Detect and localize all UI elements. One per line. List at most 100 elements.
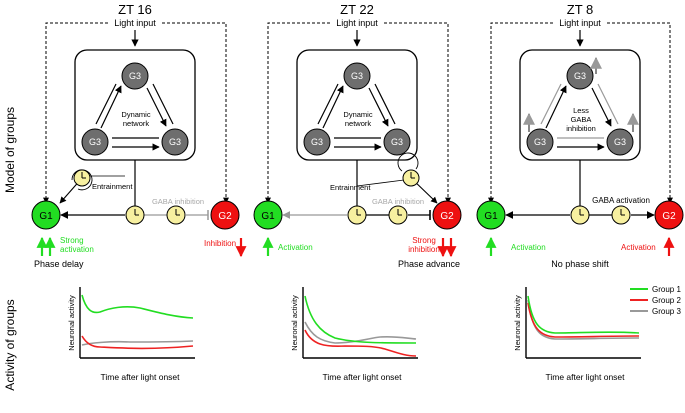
clock-icon [402, 169, 420, 187]
light-input-label: Light input [559, 18, 601, 28]
side-label-activity: Activity of groups [3, 299, 17, 390]
light-dashed-left [488, 22, 553, 204]
group-2-curve [81, 335, 194, 350]
gaba-label: GABA inhibition [372, 197, 424, 206]
g3-right-node [383, 128, 411, 156]
g1-effect-2: activation [60, 245, 94, 254]
panel-title: ZT 16 [118, 2, 152, 17]
g2-node [432, 200, 462, 230]
clock-icon [570, 205, 590, 225]
panel-zt16: ZT 16 Light input G3 G3 G3 Dynamic netwo… [31, 2, 247, 269]
light-dashed-right [607, 22, 673, 204]
g2-node [654, 200, 684, 230]
light-dashed-left [43, 22, 108, 204]
g2-node [210, 200, 240, 230]
activity-plot-3: Neuronal activity Time after light onset [513, 287, 641, 382]
g2-effect-1: Strong [412, 236, 436, 245]
clock-icon [166, 205, 186, 225]
g1-label: G1 [484, 211, 498, 222]
edge-right-to-top [152, 83, 174, 125]
network-label-2: network [123, 119, 150, 128]
entrainment-clock-link [356, 179, 405, 187]
legend: Group 1 Group 2 Group 3 [630, 285, 681, 316]
g3-top-label: G3 [574, 71, 586, 81]
edge-left-to-top [100, 85, 122, 129]
y-axis-label: Neuronal activity [67, 295, 76, 351]
group-3-curve [81, 340, 194, 346]
g3-right-label: G3 [614, 137, 626, 147]
g3-left-node [526, 128, 554, 156]
entrainment-label: Entrainment [92, 182, 133, 191]
network-label-1: Dynamic [343, 110, 372, 119]
network-label-2: network [345, 119, 372, 128]
g3-top-label: G3 [129, 71, 141, 81]
group-2-curve [304, 329, 417, 357]
entrainment-loop-icon [71, 169, 93, 191]
group-1-curve [527, 295, 640, 334]
group-1-curve [81, 294, 194, 319]
group-2-curve [527, 302, 640, 338]
g3-left-label: G3 [534, 137, 546, 147]
g3-right-node [606, 128, 634, 156]
clock-icon [347, 205, 367, 225]
g1-effect-1: Activation [511, 243, 546, 252]
light-input-label: Light input [114, 18, 156, 28]
g3-left-label: G3 [311, 137, 323, 147]
g1-label: G1 [39, 211, 53, 222]
light-dashed-left [265, 22, 330, 204]
x-axis-label: Time after light onset [545, 372, 625, 382]
g1-label: G1 [261, 211, 275, 222]
g2-label: G2 [218, 211, 232, 222]
g3-right-label: G3 [391, 137, 403, 147]
network-label-1: Dynamic [121, 110, 150, 119]
y-axis-label: Neuronal activity [513, 295, 522, 351]
activity-plot-2: Neuronal activity Time after light onset [290, 287, 418, 382]
g3-right-label: G3 [169, 137, 181, 147]
edge-left-to-top [322, 85, 344, 129]
light-dashed-right [162, 22, 229, 204]
phase-label: Phase delay [34, 259, 84, 269]
edge-top-to-right [591, 87, 612, 127]
edge-top-to-right [146, 87, 167, 127]
activity-plot-1: Neuronal activity Time after light onset [67, 287, 195, 382]
edge-top-to-left [540, 83, 562, 125]
g1-node [476, 200, 506, 230]
g3-top-node [343, 62, 371, 90]
network-label-3: inhibition [566, 124, 596, 133]
g3-top-node [566, 62, 594, 90]
g1-node [31, 200, 61, 230]
edge-right-to-top [597, 83, 619, 125]
light-dashed-right [384, 22, 451, 204]
x-axis-label: Time after light onset [100, 372, 180, 382]
side-label-model: Model of groups [3, 107, 17, 193]
edge-left-to-top [545, 85, 567, 129]
edge-top-to-right [368, 87, 389, 127]
light-input-label: Light input [336, 18, 378, 28]
panel-zt22: ZT 22 Light input G3 G3 G3 Dynamic netwo… [253, 2, 462, 269]
gaba-label: GABA activation [592, 196, 650, 205]
clock-icon [73, 169, 91, 187]
g3-right-node [161, 128, 189, 156]
gaba-label: GABA inhibition [152, 197, 204, 206]
edge-top-to-left [95, 83, 117, 125]
group-3-curve [304, 321, 417, 344]
panel-title: ZT 8 [567, 2, 594, 17]
edge-right-to-top [374, 83, 396, 125]
g2-label: G2 [662, 211, 676, 222]
legend-label-group-2: Group 2 [652, 296, 681, 305]
g3-top-node [121, 62, 149, 90]
phase-label: No phase shift [551, 259, 609, 269]
g3-left-label: G3 [89, 137, 101, 147]
network-label-1: Less [573, 106, 589, 115]
phase-label: Phase advance [398, 259, 460, 269]
g1-effect-1: Activation [278, 243, 313, 252]
clock-icon [388, 205, 408, 225]
g3-left-node [303, 128, 331, 156]
network-label-2: GABA [571, 115, 592, 124]
edge-top-to-left [317, 83, 339, 125]
entrainment-label: Entrainment [330, 183, 371, 192]
g3-top-label: G3 [351, 71, 363, 81]
clock-icon [125, 205, 145, 225]
